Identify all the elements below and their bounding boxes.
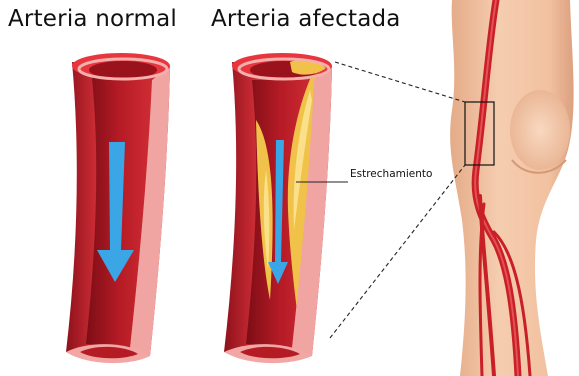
narrowing-label: Estrechamiento bbox=[350, 168, 432, 180]
affected-artery bbox=[224, 53, 332, 363]
normal-artery-title: Arteria normal bbox=[8, 6, 177, 32]
affected-artery-title: Arteria afectada bbox=[211, 6, 401, 32]
normal-artery bbox=[66, 53, 170, 363]
zoom-connector-lines bbox=[330, 62, 465, 338]
leg-illustration bbox=[450, 0, 573, 376]
knee bbox=[510, 90, 570, 170]
